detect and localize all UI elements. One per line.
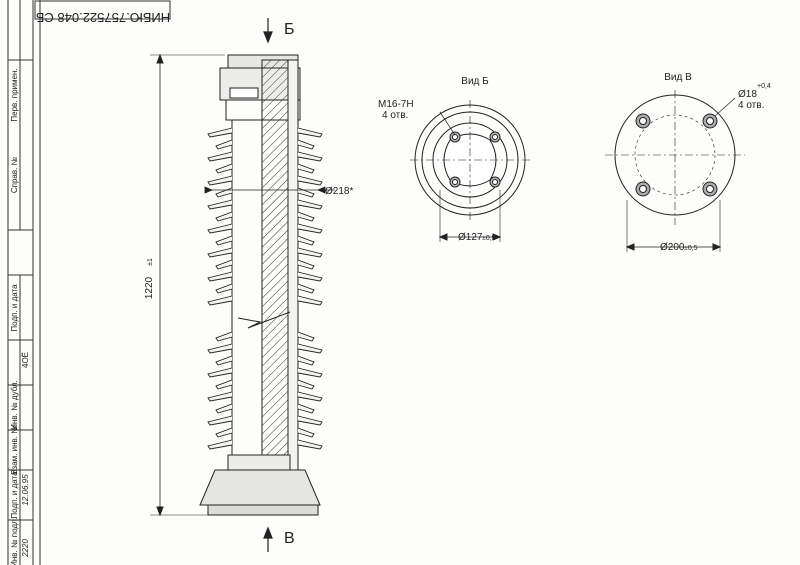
shed-left: [207, 175, 233, 186]
view-arrow-v-label: В: [284, 530, 295, 547]
shed-right: [297, 247, 323, 258]
shed-right: [297, 235, 315, 246]
shed-dim-leader: [204, 186, 335, 194]
shed-right: [297, 439, 323, 450]
shed-right: [297, 295, 323, 306]
view-b-title: Вид Б: [461, 76, 489, 87]
view-b-drawing: [410, 100, 530, 242]
view-b-dim: Ø127: [458, 232, 483, 243]
insulator-sheds: [207, 127, 323, 450]
view-b-tol: ±0,5: [482, 235, 496, 242]
shed-left: [207, 127, 233, 138]
shed-left: [215, 235, 233, 246]
shed-right: [297, 331, 315, 342]
shed-left: [215, 163, 233, 174]
insulator-main-view: [150, 53, 321, 517]
shed-right: [297, 391, 323, 402]
shed-right: [297, 415, 323, 426]
shed-right: [297, 427, 315, 438]
shed-left: [215, 427, 233, 438]
shed-right: [297, 223, 323, 234]
shed-right: [297, 355, 315, 366]
stamp-inv-podl: Инв. № подл.: [10, 517, 19, 565]
shed-left: [207, 295, 233, 306]
shed-right: [297, 403, 315, 414]
shed-left: [207, 223, 233, 234]
shed-right: [297, 379, 315, 390]
shed-right: [297, 175, 323, 186]
shed-left: [207, 367, 233, 378]
shed-right: [297, 139, 315, 150]
view-v-holes: 4 отв.: [738, 100, 764, 111]
shed-right: [297, 271, 323, 282]
view-v-dim: Ø200: [660, 242, 685, 253]
height-dim-tol: ±1: [147, 258, 154, 266]
document-code-frame: [34, 0, 171, 20]
shed-left: [215, 283, 233, 294]
document-code: НИБЮ.757522.048 СБ: [36, 10, 170, 25]
view-arrow-v: [263, 526, 273, 552]
view-arrow-b-label: Б: [284, 21, 295, 38]
side-stamp: [7, 0, 41, 565]
stamp-podp-data-top: Подп. и дата: [10, 284, 19, 332]
view-b-thread: М16-7Н: [378, 99, 414, 110]
shed-right: [297, 199, 323, 210]
view-v-title: Вид В: [664, 72, 692, 83]
shed-left: [207, 271, 233, 282]
shed-left: [215, 331, 233, 342]
view-v-hole-tol: +0,4: [757, 83, 771, 90]
shed-left: [207, 415, 233, 426]
shed-right: [297, 343, 323, 354]
view-v-tol: ±0,5: [684, 245, 698, 252]
view-arrow-b: [263, 18, 273, 44]
shed-right: [297, 211, 315, 222]
view-v-drawing: [605, 90, 745, 252]
shed-right: [297, 127, 323, 138]
shed-left: [207, 247, 233, 258]
shed-dim-label: Ø218*: [325, 186, 353, 197]
stamp-sprav: Справ. №: [10, 156, 19, 193]
stamp-signature-date: 12.06.95: [21, 474, 30, 506]
view-b-holes: 4 отв.: [382, 110, 408, 121]
shed-left: [207, 343, 233, 354]
shed-left: [207, 199, 233, 210]
shed-left: [215, 355, 233, 366]
shed-left: [215, 211, 233, 222]
shed-left: [215, 187, 233, 198]
height-dim-label: 1220: [144, 276, 155, 299]
stamp-podp-data-bottom: Подп. и дата: [10, 471, 19, 519]
shed-left: [215, 139, 233, 150]
shed-right: [297, 187, 315, 198]
break-line: [237, 311, 291, 329]
shed-left: [215, 403, 233, 414]
stamp-inv-dubl: Инв. № дубл.: [10, 380, 19, 430]
shed-left: [215, 379, 233, 390]
shed-left: [207, 391, 233, 402]
shed-right: [297, 259, 315, 270]
shed-right: [297, 163, 315, 174]
shed-left: [215, 259, 233, 270]
shed-left: [207, 439, 233, 450]
shed-left: [207, 151, 233, 162]
stamp-vzam-inv: Взам. инв. №: [10, 425, 19, 475]
shed-right: [297, 283, 315, 294]
stamp-perv-primen: Перв. примен.: [10, 68, 19, 121]
view-v-hole-dim: Ø18: [738, 89, 757, 100]
shed-right: [297, 367, 323, 378]
stamp-inv-podl-value: 2220: [21, 539, 30, 558]
shed-right: [297, 151, 323, 162]
stamp-vzam-value: 4ОЁ: [21, 352, 30, 368]
